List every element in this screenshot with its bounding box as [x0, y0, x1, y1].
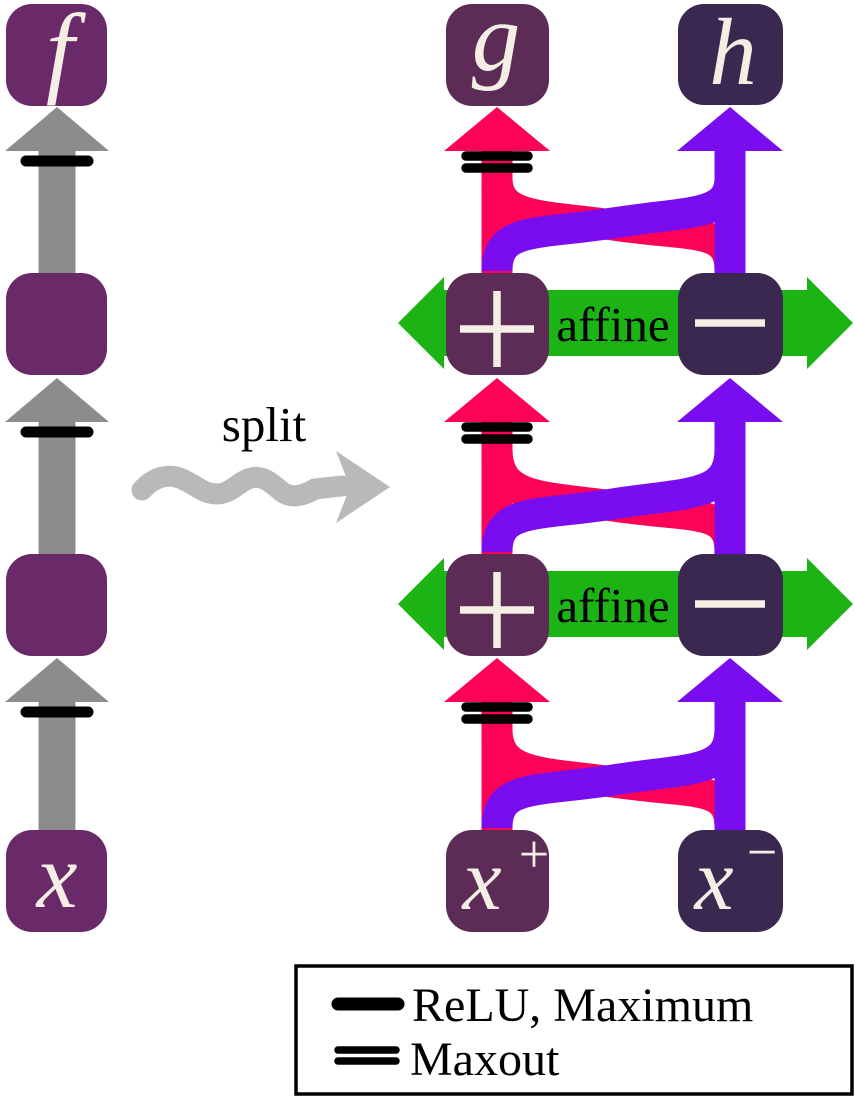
legend-maxout-label: Maxout [410, 1033, 560, 1086]
node-g [446, 4, 549, 106]
legend-box [294, 964, 854, 1096]
affine-right-arrowhead-icon [807, 558, 853, 650]
violet-cross-curve [481, 727, 746, 830]
affine-label: affine [556, 578, 669, 633]
squiggle-arrowhead-icon [336, 451, 390, 523]
split-annotation: split [131, 397, 390, 523]
pink-arrowhead-icon [444, 378, 550, 422]
violet-arrowhead-icon [677, 378, 783, 422]
node-x-plus-sup: + [519, 824, 549, 884]
section-top [444, 107, 783, 276]
node-x-plus [446, 830, 549, 932]
pink-arrowhead-icon [444, 658, 550, 702]
affine-label: affine [556, 297, 669, 352]
node-x-plus-base: x [460, 832, 501, 929]
node-x-minus-sup: − [747, 822, 777, 882]
violet-cross-curve [481, 176, 746, 273]
node-hidden-2 [6, 554, 107, 656]
violet-arrow-shaft [714, 698, 746, 833]
violet-arrow-shaft [714, 147, 746, 276]
right-chain-nodes: g h x + x − [446, 0, 783, 932]
node-x-minus [678, 830, 783, 932]
node-x [6, 830, 107, 932]
left-chain: f x [5, 0, 109, 932]
legend: ReLU, Maximum Maxout [294, 964, 854, 1096]
violet-arrow-shaft [714, 418, 746, 557]
pink-arrowhead-icon [444, 107, 550, 151]
section-middle [444, 378, 783, 557]
node-g-label: g [472, 0, 521, 91]
split-label: split [222, 397, 307, 452]
node-x-minus-base: x [692, 832, 733, 929]
gray-arrowhead-icon [5, 107, 109, 151]
right-chain-arrows [444, 107, 783, 833]
gray-arrowhead-icon [5, 378, 109, 422]
affine-left-arrowhead-icon [398, 277, 444, 369]
violet-cross-curve [481, 448, 746, 554]
gray-arrow-shaft [38, 147, 76, 277]
violet-arrowhead-icon [677, 107, 783, 151]
violet-arrowhead-icon [677, 658, 783, 702]
node-h [678, 4, 783, 105]
affine-right-arrowhead-icon [807, 277, 853, 369]
squiggle-arrow-shaft [131, 465, 353, 507]
affine-left-arrowhead-icon [398, 558, 444, 650]
section-bottom [444, 658, 783, 833]
legend-relu-label: ReLU, Maximum [412, 979, 753, 1032]
node-h-label: h [709, 0, 757, 105]
gray-arrow-shaft [38, 698, 76, 834]
gray-arrow-shaft [38, 418, 76, 558]
gray-arrowhead-icon [5, 658, 109, 702]
node-hidden-1 [6, 273, 107, 375]
node-x-label: x [35, 825, 78, 927]
node-f [6, 4, 107, 106]
